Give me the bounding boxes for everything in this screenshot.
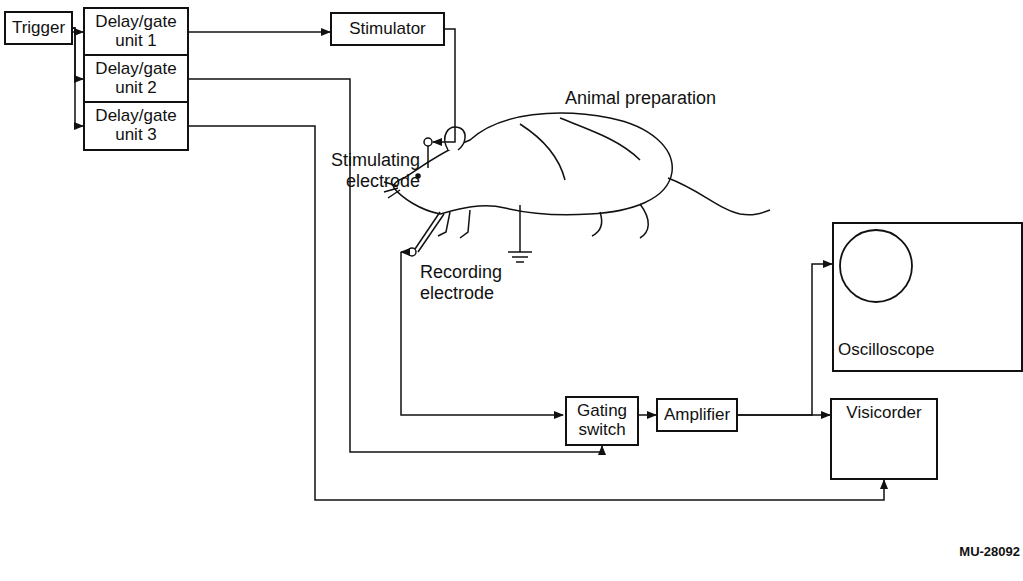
signal-connector [738, 264, 832, 415]
box-label: Gating switch [573, 402, 631, 439]
trigger-box: Trigger [4, 11, 73, 45]
electrode-label: Recording electrode [420, 262, 520, 303]
oscilloscope-box: Oscilloscope [832, 222, 1023, 372]
signal-connector [73, 28, 83, 126]
stimulating-electrode [424, 29, 455, 168]
box-label: Amplifier [664, 406, 730, 425]
delay-gate-box: Delay/gate unit 3 [83, 101, 189, 151]
rat-drawing [384, 113, 770, 238]
box-label: Stimulator [349, 20, 426, 39]
gating-switch-box: Gating switch [565, 396, 639, 446]
box-label: Delay/gate unit 1 [91, 13, 181, 50]
delay-gate-box: Delay/gate unit 1 [83, 7, 189, 57]
recording-electrode [401, 212, 563, 415]
electrode-label: Stimulating electrode [318, 150, 420, 191]
amplifier-box: Amplifier [656, 398, 738, 432]
figure-number: MU-28092 [930, 545, 1020, 560]
signal-connector [189, 31, 330, 33]
signal-connector [189, 79, 602, 452]
box-label: Delay/gate unit 2 [91, 60, 181, 97]
signal-connector [738, 414, 830, 416]
scope-screen [834, 224, 934, 324]
box-label: Trigger [12, 19, 65, 38]
ground-symbol [508, 205, 532, 262]
box-label: Visicorder [846, 404, 921, 423]
box-label: Delay/gate unit 3 [91, 107, 181, 144]
delay-gate-box: Delay/gate unit 2 [83, 54, 189, 104]
signal-connector [639, 414, 656, 416]
visicorder-box: Visicorder [830, 398, 938, 480]
stimulator-box: Stimulator [330, 12, 445, 46]
box-label: Oscilloscope [838, 341, 934, 360]
preparation-label: Animal preparation [565, 88, 765, 109]
signal-connector [189, 126, 884, 500]
